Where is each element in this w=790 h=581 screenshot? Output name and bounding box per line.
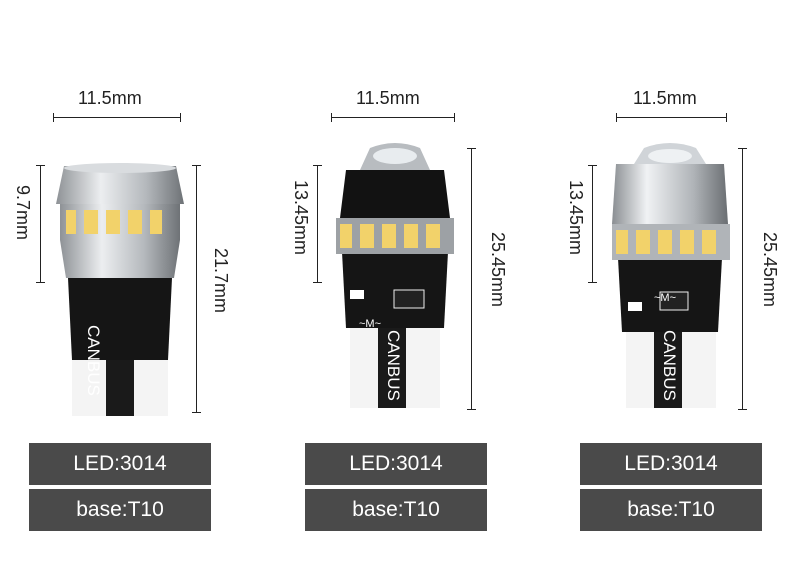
width-label: 11.5mm bbox=[633, 88, 697, 108]
total-height-label: 25.45mm bbox=[760, 232, 780, 308]
body-height-label: 13.45mm bbox=[291, 180, 311, 256]
body-height-dimension-line bbox=[36, 165, 45, 283]
led-type-badge: LED:3014 bbox=[29, 443, 211, 485]
led-type-badge: LED:3014 bbox=[580, 443, 762, 485]
led-bulb-image bbox=[336, 143, 454, 408]
width-label: 11.5mm bbox=[356, 88, 420, 108]
total-height-label: 25.45mm bbox=[488, 232, 508, 308]
base-text: CANBUS bbox=[84, 325, 103, 396]
total-height-dimension-line bbox=[738, 148, 747, 410]
chip-label: ~M~ bbox=[359, 318, 382, 330]
body-height-label: 9.7mm bbox=[13, 185, 33, 241]
width-dimension-line bbox=[53, 113, 181, 122]
led-type-badge: LED:3014 bbox=[305, 443, 487, 485]
base-type-badge: base:T10 bbox=[29, 489, 211, 531]
width-label: 11.5mm bbox=[78, 88, 142, 108]
base-text: CANBUS bbox=[384, 330, 403, 401]
body-height-label: 13.45mm bbox=[566, 180, 586, 256]
total-height-dimension-line bbox=[467, 148, 476, 410]
base-text: CANBUS bbox=[660, 330, 679, 401]
led-bulb-image bbox=[612, 143, 730, 408]
total-height-label: 21.7mm bbox=[211, 248, 231, 314]
total-height-dimension-line bbox=[192, 165, 201, 413]
product-bulb-2: 11.5mm 13.45mm 25.45mm ~M~ CANBUS LED:30… bbox=[263, 0, 526, 581]
width-dimension-line bbox=[331, 113, 455, 122]
product-bulb-1: 11.5mm 9.7mm 21.7mm CANBUS LED:3014 base… bbox=[0, 0, 263, 581]
width-dimension-line bbox=[616, 113, 727, 122]
product-bulb-3: 11.5mm 13.45mm 25.45mm ~M~ CANBUS LED:30… bbox=[526, 0, 789, 581]
body-height-dimension-line bbox=[313, 165, 322, 283]
body-height-dimension-line bbox=[588, 165, 597, 283]
led-bulb-image bbox=[56, 163, 184, 416]
chip-label: ~M~ bbox=[654, 292, 677, 304]
base-type-badge: base:T10 bbox=[305, 489, 487, 531]
base-type-badge: base:T10 bbox=[580, 489, 762, 531]
